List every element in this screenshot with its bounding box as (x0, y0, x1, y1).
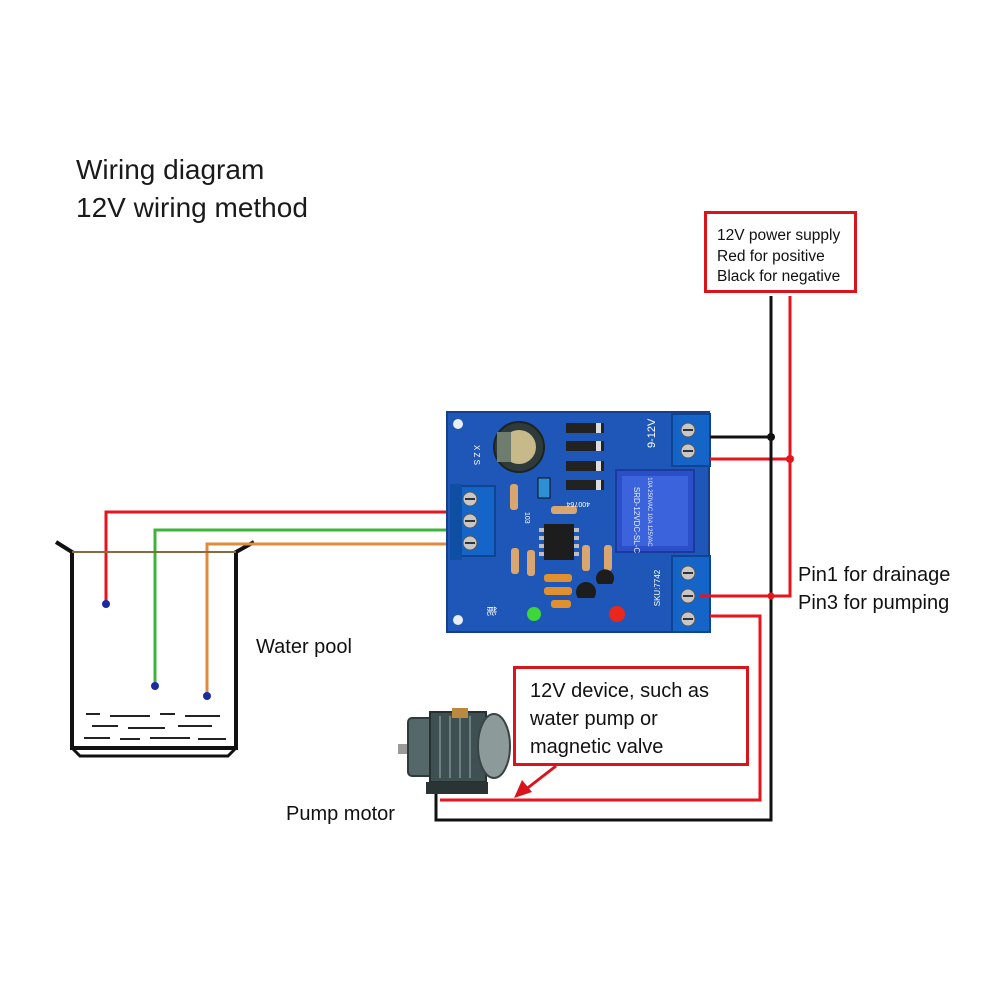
probe-wire-green (153, 528, 450, 686)
power-wires (710, 296, 792, 461)
device-note: 12V device, such as water pump or magnet… (513, 666, 749, 766)
ic-chip (544, 524, 574, 560)
mount-hole (453, 419, 463, 429)
mount-hole (453, 615, 463, 625)
pool-base (70, 746, 238, 758)
led-green (527, 607, 541, 621)
device-note-line3: magnetic valve (530, 736, 664, 758)
led-red (609, 606, 625, 622)
power-note-line2: Red for positive (717, 247, 825, 265)
terminal-sku-label: SKU:7742 (653, 569, 662, 606)
motor-fan-cover (477, 713, 511, 779)
pool-outline (54, 540, 255, 750)
relay-face (622, 476, 688, 546)
board-voltage-label: 9-12V (646, 418, 658, 448)
transistor (595, 569, 615, 584)
relay-model-label: SRD-12VDC-SL-C (632, 487, 641, 553)
probe-wire-red (104, 510, 450, 604)
resistor-code-label: 103 (523, 512, 530, 524)
pump-motor (398, 708, 511, 794)
relay-spec-label: 10A 250VAC 10A 125VAC (646, 477, 652, 547)
probe-wire-orange (205, 542, 450, 696)
capacitor-stripe (497, 432, 511, 462)
power-terminal (671, 413, 711, 467)
probe-wires (72, 510, 450, 696)
probe-tip-red (102, 600, 110, 608)
power-supply-note: 12V power supply Red for positive Black … (704, 211, 857, 293)
motor-wire-black (434, 437, 773, 822)
diagram-subtitle: 12V wiring method (76, 192, 308, 223)
probe-tip-orange (203, 692, 211, 700)
device-note-line2: water pump or (530, 708, 658, 730)
water-level (84, 713, 226, 740)
motor-terminal-box (452, 708, 468, 718)
water-pool (54, 540, 255, 758)
board-logo: 能 (485, 606, 498, 616)
pin-note-line1: Pin1 for drainage (798, 564, 951, 586)
power-wire-red (710, 296, 792, 461)
power-note-line1: 12V power supply (717, 227, 841, 244)
pin-note: Pin1 for drainage Pin3 for pumping (798, 561, 950, 617)
pump-motor-label: Pump motor (286, 803, 395, 825)
controller-board: 9-12V SRD-12VDC-SL-C 10A 250VAC 10A 125V… (446, 411, 711, 633)
device-arrow (514, 764, 557, 798)
pin-wire-red (710, 459, 792, 598)
transistor (576, 582, 596, 598)
small-capacitor (537, 477, 551, 499)
motor-wire-red (440, 614, 762, 802)
diodes (566, 423, 604, 490)
probe-tip-green (151, 682, 159, 690)
resistors (510, 484, 612, 608)
probe-terminal-screws (462, 491, 478, 551)
device-note-line1: 12V device, such as (530, 680, 709, 702)
water-pool-label: Water pool (256, 636, 352, 658)
motor-base (426, 782, 488, 794)
ic-code-label: 400764 (567, 500, 590, 507)
board-side-label: X Z S (472, 445, 481, 465)
diagram-title: Wiring diagram (76, 154, 265, 185)
pin-note-line2: Pin3 for pumping (798, 592, 950, 614)
power-note-line3: Black for negative (717, 268, 841, 285)
power-wire-black (710, 296, 773, 439)
motor-shaft (398, 744, 412, 754)
